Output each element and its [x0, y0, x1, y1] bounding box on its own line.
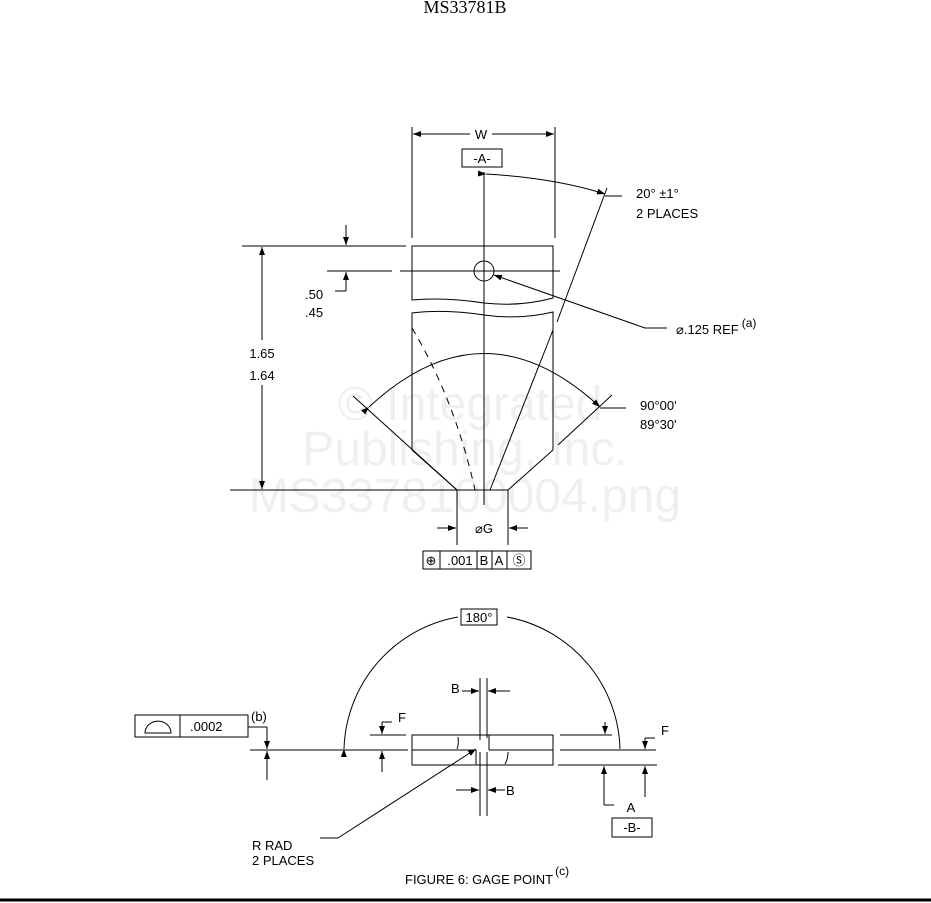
datum-b-box [611, 817, 653, 838]
angle-places: 2 PLACES [636, 206, 698, 221]
datum-a-label: -A- [473, 151, 490, 166]
top-view: W -A- 20° ±1° 2 PLACES ⌀.125 REF(a) .50 … [230, 127, 756, 570]
figure-caption-line: FIGURE 6: GAGE POINT(c) [405, 864, 569, 887]
arc-label-box [460, 608, 498, 626]
b-top-label: B [451, 681, 460, 696]
position-icon: ⊕ [426, 553, 437, 568]
arc-label: 180° [466, 610, 493, 625]
profile-note: (b) [251, 709, 267, 724]
radius-places: 2 PLACES [252, 853, 314, 868]
hole-callout: ⌀.125 REF(a) [676, 316, 756, 337]
radius-label: R RAD [252, 838, 292, 853]
position-modifier: Ⓢ [512, 553, 525, 568]
hole [473, 260, 495, 282]
profile-of-surface-icon [144, 720, 172, 734]
datum-ref-label: A [627, 800, 636, 815]
position-tolerance-frame: ⊕ .001 B A Ⓢ [422, 550, 532, 570]
hole-label: ⌀.125 REF [676, 322, 739, 337]
profile-tolerance: .0002 [190, 719, 223, 734]
width-label: W [475, 127, 488, 142]
datum-a-box [461, 148, 503, 168]
position-datum-2: A [495, 553, 504, 568]
upper-body [411, 245, 554, 305]
diameter-label: ⌀G [475, 521, 493, 536]
height-max: 1.65 [249, 346, 274, 361]
document-title: MS33781B [423, 0, 506, 17]
datum-b-label: -B- [623, 820, 640, 835]
offset-max: .50 [305, 287, 323, 302]
flat-label-right: F [661, 723, 669, 738]
caption-note: (c) [555, 864, 569, 878]
profile-tolerance-frame: .0002 (b) [134, 709, 267, 738]
angle-label: 20° ±1° [636, 186, 679, 201]
included-angle-max: 90°00' [640, 398, 677, 413]
side-view: 180° F F B B A -B- [134, 608, 669, 868]
hole-note: (a) [742, 316, 757, 330]
included-angle-min: 89°30' [640, 417, 677, 432]
flat-label-left: F [398, 710, 406, 725]
position-tolerance: .001 [447, 553, 472, 568]
lower-body [411, 310, 554, 450]
svg-text:MS3378100004.png: MS3378100004.png [249, 470, 681, 523]
b-bottom-label: B [506, 783, 515, 798]
offset-min: .45 [305, 305, 323, 320]
figure-caption: FIGURE 6: GAGE POINT [405, 872, 553, 887]
position-datum-1: B [480, 553, 489, 568]
height-min: 1.64 [249, 368, 274, 383]
